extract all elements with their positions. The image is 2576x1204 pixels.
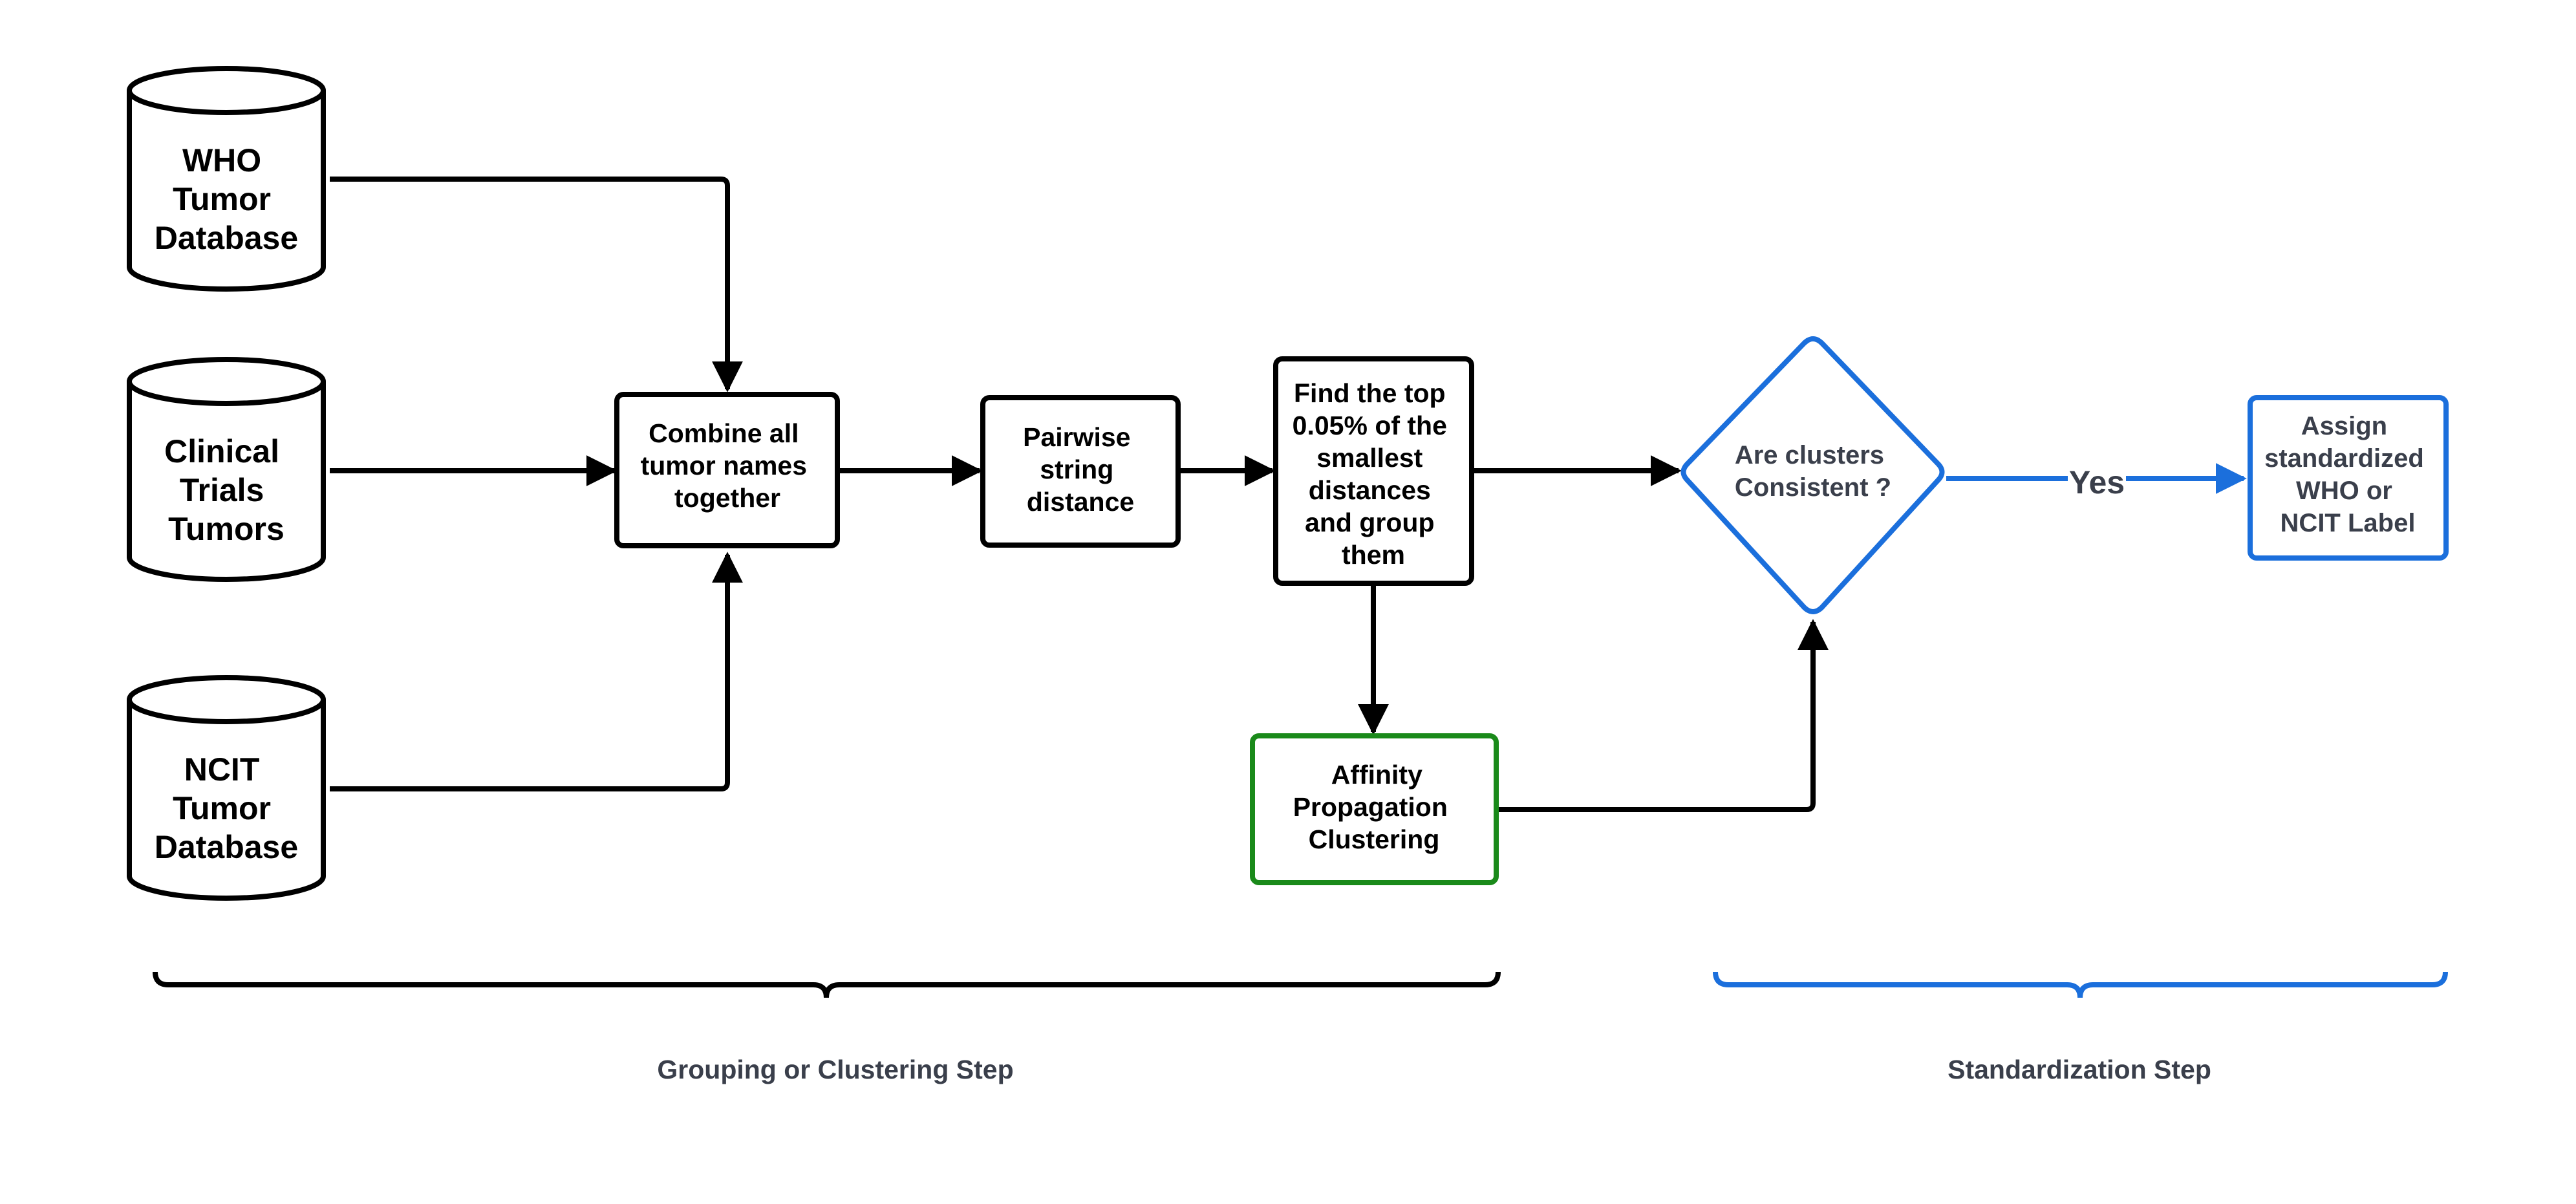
decision-clusters-consistent: Are clusters Consistent ? (1680, 336, 1945, 614)
database-who-line-1: WHO (182, 142, 261, 178)
database-who-line-2: Tumor (173, 181, 271, 217)
output-assign-label: Assign standardized WHO or NCIT Label (2248, 395, 2449, 561)
process-pairwise-shape (980, 395, 1181, 548)
standardization-step-bracket (1713, 971, 2448, 998)
svg-text:Clinical Trials Tu: Clinical Trials Tumors (164, 433, 288, 547)
database-who-line-3: Database (155, 220, 298, 256)
process-combine-line-1: Combine all (649, 418, 799, 448)
process-pairwise-line-2: string (1040, 455, 1113, 484)
database-ncit-line-3: Database (155, 829, 298, 865)
process-affinity-line-1: Affinity (1331, 760, 1422, 790)
database-ncit: NCIT Tumor Database (127, 675, 326, 901)
process-find-top-distances: Find the top 0.05% of the smallest dista… (1273, 356, 1474, 586)
database-ncit-line-2: Tumor (173, 790, 271, 826)
output-assign-shape (2248, 395, 2449, 561)
database-clinical-line-1: Clinical (164, 433, 279, 469)
connectors (330, 177, 2247, 812)
process-affinity-line-3: Clustering (1309, 824, 1440, 854)
database-who-top (127, 66, 326, 115)
process-combine-line-3: together (674, 483, 780, 513)
svg-text:Combine all tumor names: Combine all tumor names together (641, 418, 815, 513)
database-ncit-top (127, 675, 326, 724)
output-assign-line-2: standardized (2264, 444, 2424, 473)
output-assign-line-3: WHO or (2296, 477, 2392, 505)
standardization-step-label: Standardization Step (1948, 1055, 2211, 1084)
svg-text:WHO Tumor Database: WHO Tumor Database (155, 142, 298, 256)
arrow-who-to-combine (330, 177, 743, 392)
edge-label-yes: Yes (2069, 464, 2125, 500)
database-clinical-shape (127, 382, 326, 582)
svg-text:Are clusters Consistent: Are clusters Consistent ? (1735, 441, 1891, 502)
decision-line-2: Consistent ? (1735, 473, 1891, 502)
process-affinity-line-2: Propagation (1293, 792, 1448, 822)
process-findtop-line-1: Find the top (1294, 378, 1446, 408)
database-clinical-line-3: Tumors (168, 511, 284, 547)
process-findtop-line-4: distances (1309, 475, 1431, 505)
process-findtop-line-3: smallest (1316, 443, 1422, 473)
svg-text:Assign standardized: Assign standardized WHO or NCIT Label (2264, 412, 2431, 537)
process-findtop-line-5: and group (1305, 508, 1434, 537)
output-assign-line-1: Assign (2301, 412, 2387, 440)
process-pairwise-distance: Pairwise string distance (980, 395, 1181, 548)
process-affinity-shape (1250, 733, 1499, 885)
svg-text:Pairwise string di: Pairwise string distance (1023, 422, 1138, 517)
arrow-affinity-to-consistent (1497, 619, 1829, 812)
database-who: WHO Tumor Database (127, 66, 326, 292)
svg-text:NCIT Tumor Databas: NCIT Tumor Database (155, 751, 298, 865)
process-affinity-propagation: Affinity Propagation Clustering (1250, 733, 1499, 885)
decision-line-1: Are clusters (1735, 441, 1884, 469)
grouping-step-bracket (153, 971, 1501, 998)
database-ncit-shape (127, 700, 326, 901)
process-pairwise-line-3: distance (1027, 487, 1134, 517)
database-clinical-trials: Clinical Trials Tumors (127, 357, 326, 582)
arrow-ncit-to-combine (330, 552, 743, 791)
process-combine-shape (614, 392, 840, 548)
process-findtop-line-2: 0.05% of the (1293, 411, 1447, 440)
database-who-shape (127, 91, 326, 292)
process-pairwise-line-1: Pairwise (1023, 422, 1130, 452)
output-assign-line-4: NCIT Label (2281, 509, 2416, 537)
process-findtop-shape (1273, 356, 1474, 586)
process-combine-line-2: tumor names (641, 451, 807, 480)
process-findtop-line-6: them (1342, 540, 1405, 570)
grouping-step-label: Grouping or Clustering Step (657, 1055, 1013, 1084)
database-clinical-top (127, 357, 326, 406)
database-clinical-line-2: Trials (180, 472, 264, 508)
database-ncit-line-1: NCIT (184, 751, 260, 788)
process-combine-names: Combine all tumor names together (614, 392, 840, 548)
svg-text:Affinity Propagation: Affinity Propagation Clustering (1293, 760, 1455, 854)
svg-text:Find the top 0.05% of th: Find the top 0.05% of the smallest dista… (1293, 378, 1455, 570)
decision-diamond-shape (1680, 336, 1945, 614)
